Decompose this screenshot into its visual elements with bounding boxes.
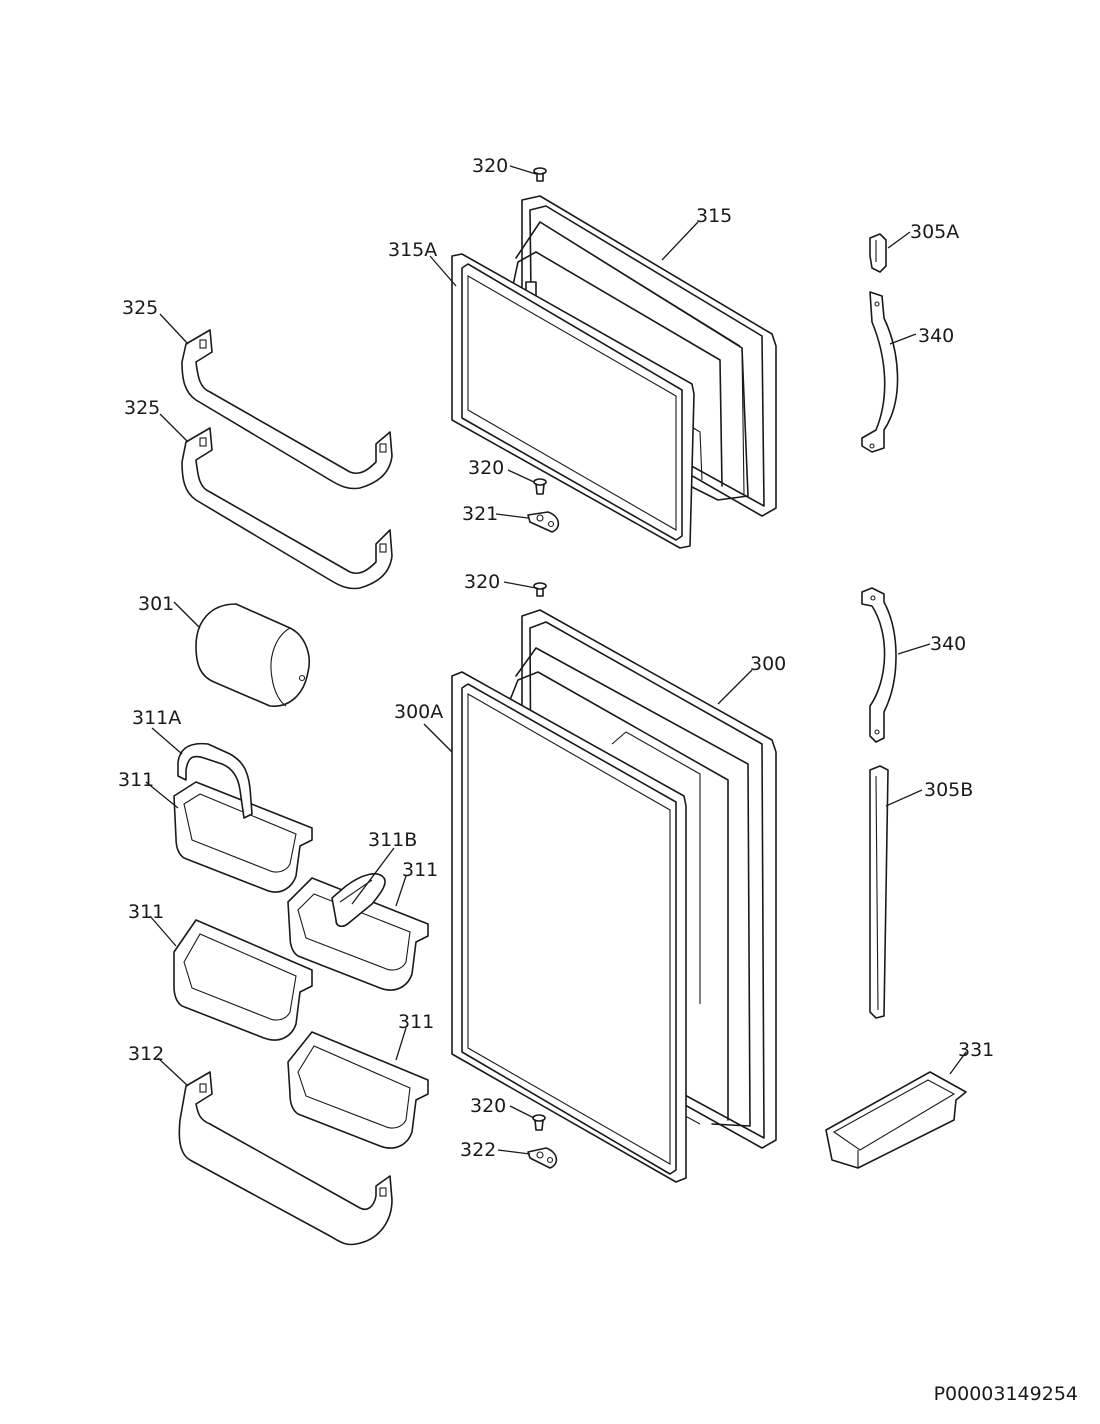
handle-340-low: [861, 587, 897, 743]
hinge-plate-321: [527, 511, 560, 533]
dairy-tray-331: [825, 1071, 967, 1169]
label-311b: 311B: [368, 829, 417, 851]
label-311a: 311A: [132, 707, 181, 729]
shelf-bar-325-b: [181, 427, 393, 590]
label-305b: 305B: [924, 779, 973, 801]
label-320-bot: 320: [470, 1095, 506, 1117]
freezer-gasket-315a: [451, 253, 695, 549]
label-300: 300: [750, 653, 786, 675]
label-325-a: 325: [122, 297, 158, 319]
label-325-b: 325: [124, 397, 160, 419]
shelf-bar-325-a: [181, 329, 393, 490]
bottle-shelf-312: [178, 1071, 393, 1246]
label-311-d: 311: [398, 1011, 434, 1033]
label-311-b: 311: [402, 859, 438, 881]
screw-320-low: [533, 582, 547, 597]
screw-320-bot: [532, 1114, 546, 1131]
handle-340-top: [861, 291, 899, 453]
label-301: 301: [138, 593, 174, 615]
label-312: 312: [128, 1043, 164, 1065]
cover-strip-305b: [869, 765, 889, 1019]
label-315: 315: [696, 205, 732, 227]
leader-lines: [145, 165, 967, 1155]
label-340-low: 340: [930, 633, 966, 655]
label-340-top: 340: [918, 325, 954, 347]
label-322: 322: [460, 1139, 496, 1161]
basket-handle-311a: [177, 742, 253, 819]
fridge-gasket-300a: [451, 671, 687, 1183]
screw-320-top: [533, 167, 547, 182]
drawing-code: P00003149254: [934, 1383, 1078, 1405]
bin-311-c: [173, 919, 313, 1041]
label-311-a: 311: [118, 769, 154, 791]
label-331: 331: [958, 1039, 994, 1061]
screw-320-mid: [533, 478, 547, 495]
bin-311-d: [287, 1031, 429, 1149]
label-305a: 305A: [910, 221, 959, 243]
label-320-low: 320: [464, 571, 500, 593]
label-320-mid: 320: [468, 457, 504, 479]
bin-311-b: [287, 877, 429, 991]
bin-311-a: [173, 781, 313, 893]
label-321: 321: [462, 503, 498, 525]
label-315a: 315A: [388, 239, 437, 261]
cover-305a: [869, 233, 887, 273]
container-301: [195, 603, 310, 707]
label-320-top: 320: [472, 155, 508, 177]
label-300a: 300A: [394, 701, 443, 723]
hinge-plate-322: [527, 1147, 558, 1169]
label-311-c: 311: [128, 901, 164, 923]
part-labels: 320 315 315A 305A 340 325 325 320 321 32…: [118, 155, 994, 1161]
